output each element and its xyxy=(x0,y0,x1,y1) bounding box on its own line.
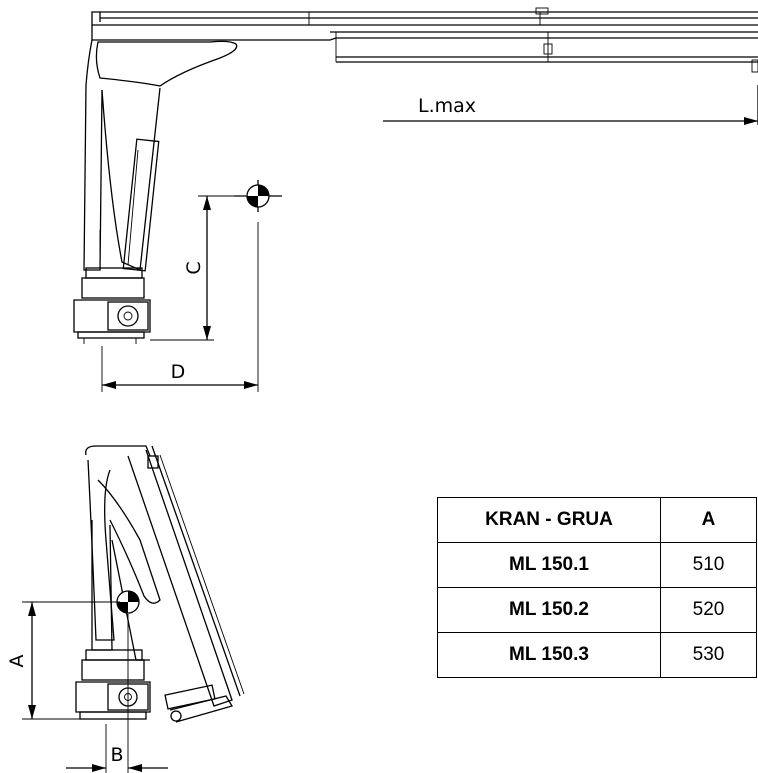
c-dimension: C xyxy=(150,195,246,341)
table-header-row: KRAN - GRUA A xyxy=(437,497,757,543)
header-model: KRAN - GRUA xyxy=(437,497,661,543)
d-label: D xyxy=(171,361,186,383)
lmax-dimension: L.max xyxy=(383,85,758,125)
b-dimension: B xyxy=(66,614,168,773)
a-label: A xyxy=(6,655,28,668)
a-value-cell: 510 xyxy=(660,542,757,588)
c-label: C xyxy=(183,261,205,274)
a-dimension: A xyxy=(6,601,120,720)
model-cell: ML 150.1 xyxy=(437,542,661,588)
lmax-label: L.max xyxy=(418,95,476,117)
table-row: ML 150.2 520 xyxy=(437,587,757,633)
a-value-cell: 520 xyxy=(660,587,757,633)
a-value-cell: 530 xyxy=(660,632,757,678)
table-row: ML 150.1 510 xyxy=(437,542,757,588)
center-of-gravity-icon xyxy=(116,590,140,614)
model-dimension-table: KRAN - GRUA A ML 150.1 510 ML 150.2 520 … xyxy=(437,497,757,678)
header-a: A xyxy=(660,497,757,543)
d-dimension: D xyxy=(101,222,259,392)
b-label: B xyxy=(110,744,123,766)
model-cell: ML 150.2 xyxy=(437,587,661,633)
crane-folded-view xyxy=(75,445,245,723)
table-row: ML 150.3 530 xyxy=(437,632,757,678)
crane-extended-view xyxy=(73,7,758,344)
model-cell: ML 150.3 xyxy=(437,632,661,678)
